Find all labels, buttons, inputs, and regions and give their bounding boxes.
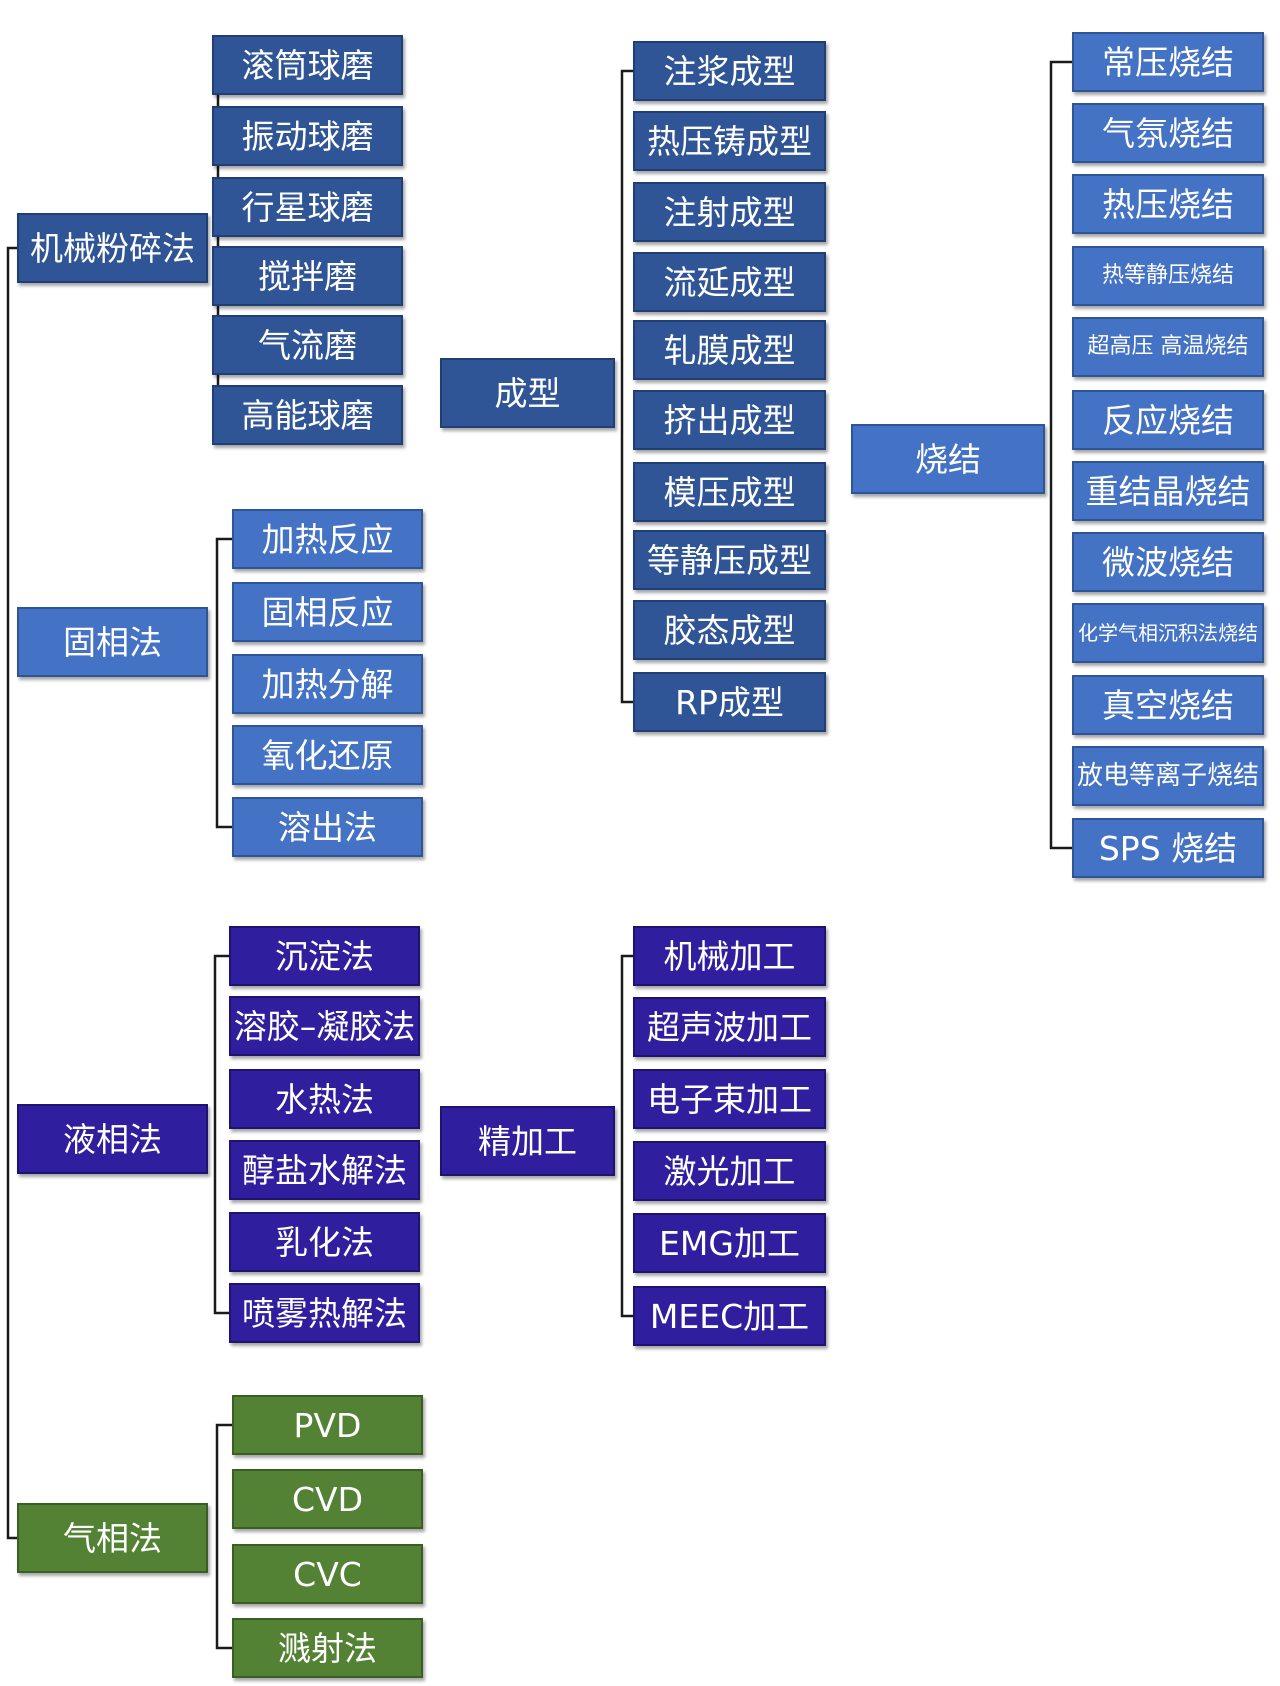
leaf-forming-7: 等静压成型: [633, 530, 826, 590]
bracket-forming: [620, 69, 633, 704]
leaf-mechanical-5: 高能球磨: [212, 385, 403, 445]
node-solid: 固相法: [17, 607, 208, 677]
node-liquid: 液相法: [17, 1104, 208, 1174]
leaf-gas-1: CVD: [232, 1469, 423, 1529]
node-sintering: 烧结: [851, 424, 1045, 494]
leaf-sintering-7: 微波烧结: [1072, 532, 1264, 592]
leaf-sintering-6: 重结晶烧结: [1072, 461, 1264, 521]
leaf-liquid-3: 醇盐水解法: [229, 1140, 420, 1200]
bracket-solid: [215, 537, 232, 829]
node-mechanical: 机械粉碎法: [17, 213, 208, 283]
leaf-machining-3: 激光加工: [633, 1141, 826, 1201]
leaf-sintering-0: 常压烧结: [1072, 32, 1264, 92]
leaf-forming-0: 注浆成型: [633, 41, 826, 101]
leaf-sintering-3: 热等静压烧结: [1072, 246, 1264, 306]
leaf-liquid-2: 水热法: [229, 1069, 420, 1129]
leaf-solid-2: 加热分解: [232, 654, 423, 714]
leaf-sintering-2: 热压烧结: [1072, 174, 1264, 234]
leaf-solid-0: 加热反应: [232, 509, 423, 569]
leaf-forming-8: 胶态成型: [633, 600, 826, 660]
leaf-gas-0: PVD: [232, 1395, 423, 1455]
bracket-gas: [215, 1423, 232, 1650]
leaf-solid-4: 溶出法: [232, 797, 423, 857]
leaf-machining-2: 电子束加工: [633, 1069, 826, 1129]
node-gas: 气相法: [17, 1503, 208, 1573]
leaf-machining-1: 超声波加工: [633, 997, 826, 1057]
trunk-main: [6, 246, 23, 1540]
leaf-sintering-1: 气氛烧结: [1072, 103, 1264, 163]
node-machining: 精加工: [440, 1106, 615, 1176]
leaf-machining-5: MEEC加工: [633, 1286, 826, 1346]
leaf-liquid-4: 乳化法: [229, 1212, 420, 1272]
leaf-forming-3: 流延成型: [633, 252, 826, 312]
leaf-gas-2: CVC: [232, 1544, 423, 1604]
leaf-sintering-11: SPS 烧结: [1072, 818, 1264, 878]
leaf-forming-4: 轧膜成型: [633, 320, 826, 380]
leaf-machining-0: 机械加工: [633, 926, 826, 986]
leaf-liquid-1: 溶胶–凝胶法: [229, 996, 420, 1056]
leaf-sintering-10: 放电等离子烧结: [1072, 746, 1264, 806]
leaf-forming-5: 挤出成型: [633, 390, 826, 450]
leaf-forming-2: 注射成型: [633, 182, 826, 242]
leaf-mechanical-2: 行星球磨: [212, 177, 403, 237]
leaf-solid-1: 固相反应: [232, 582, 423, 642]
node-forming: 成型: [440, 358, 615, 428]
leaf-forming-6: 模压成型: [633, 462, 826, 522]
leaf-solid-3: 氧化还原: [232, 725, 423, 785]
leaf-mechanical-4: 气流磨: [212, 315, 403, 375]
leaf-liquid-0: 沉淀法: [229, 926, 420, 986]
leaf-sintering-8: 化学气相沉积法烧结: [1072, 603, 1264, 663]
bracket-machining: [620, 954, 633, 1318]
leaf-sintering-9: 真空烧结: [1072, 675, 1264, 735]
leaf-sintering-5: 反应烧结: [1072, 390, 1264, 450]
bracket-liquid: [213, 954, 229, 1315]
leaf-mechanical-3: 搅拌磨: [212, 246, 403, 306]
leaf-machining-4: EMG加工: [633, 1213, 826, 1273]
leaf-mechanical-1: 振动球磨: [212, 106, 403, 166]
bracket-sintering: [1049, 60, 1072, 850]
leaf-forming-9: RP成型: [633, 672, 826, 732]
leaf-liquid-5: 喷雾热解法: [229, 1283, 420, 1343]
leaf-mechanical-0: 滚筒球磨: [212, 35, 403, 95]
leaf-sintering-4: 超高压 高温烧结: [1072, 317, 1264, 377]
leaf-gas-3: 溅射法: [232, 1618, 423, 1678]
leaf-forming-1: 热压铸成型: [633, 111, 826, 171]
